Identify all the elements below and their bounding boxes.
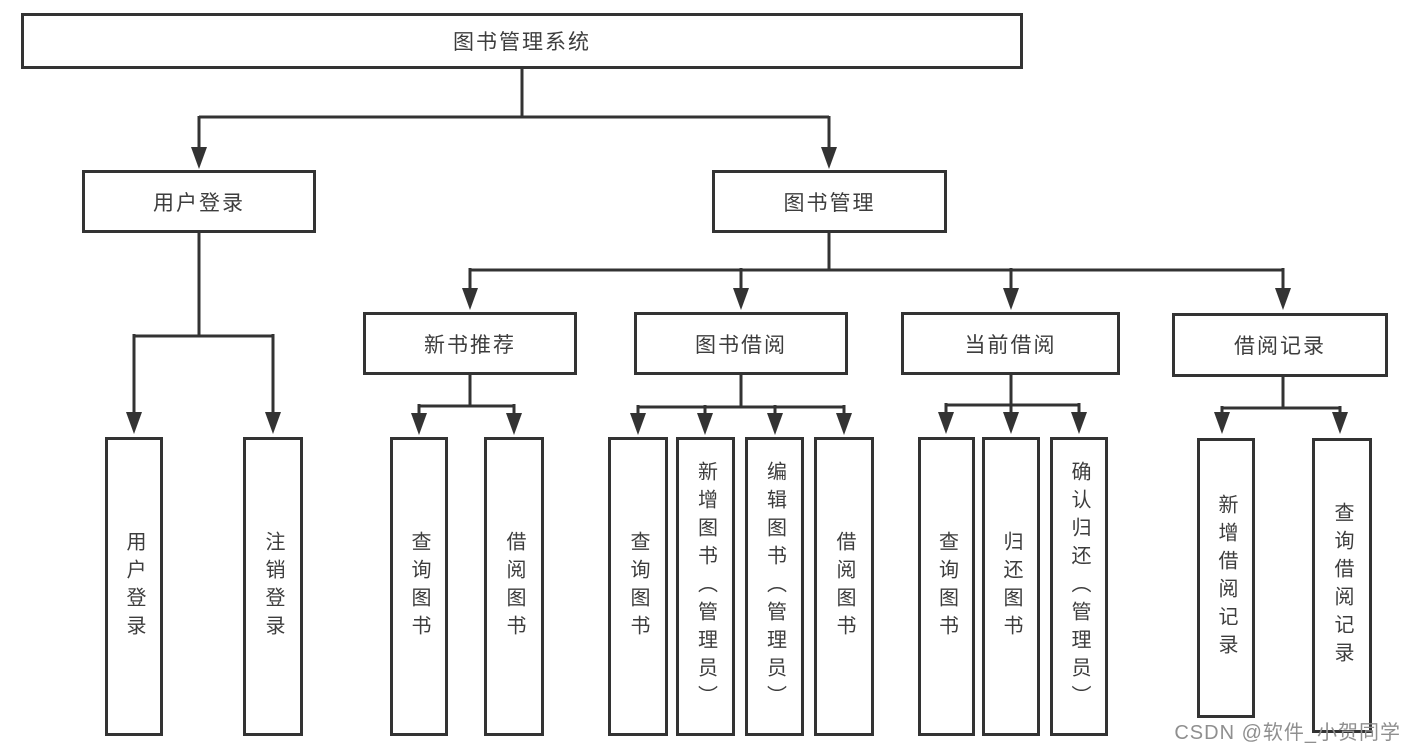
leaf-confirm-return-label: 确认归还（管理员） [1068,460,1090,713]
node-user-login: 用户登录 [82,170,316,233]
leaf-user-login-label: 用户登录 [123,530,145,643]
leaf-logout: 注销登录 [243,437,303,736]
leaf-query-book-rec-label: 查询图书 [408,530,430,643]
node-book-mgmt-label: 图书管理 [783,191,876,215]
node-book-mgmt: 图书管理 [712,170,947,233]
connector-book-borrow [636,373,846,416]
leaf-edit-book: 编辑图书（管理员） [745,437,804,736]
node-current-borrow-label: 当前借阅 [964,333,1057,357]
connector-new-book-rec [417,373,516,416]
leaf-borrow-book-borrow: 借阅图书 [814,437,874,736]
leaf-query-book-current: 查询图书 [918,437,975,736]
leaf-confirm-return: 确认归还（管理员） [1050,437,1108,736]
connector-user-login [132,230,275,414]
node-new-book-rec: 新书推荐 [363,312,577,375]
leaf-user-login: 用户登录 [105,437,163,736]
leaf-borrow-book-rec: 借阅图书 [484,437,544,736]
node-root-label: 图书管理系统 [453,31,591,54]
leaf-add-book: 新增图书（管理员） [676,437,735,736]
leaf-query-borrow-record-label: 查询借阅记录 [1331,501,1353,670]
node-book-borrow: 图书借阅 [634,312,848,375]
leaf-borrow-book-rec-label: 借阅图书 [503,530,525,643]
connector-borrow-records [1220,375,1342,415]
leaf-logout-label: 注销登录 [262,530,284,643]
leaf-add-borrow-record: 新增借阅记录 [1197,438,1255,718]
node-user-login-label: 用户登录 [153,191,245,215]
connector-current-borrow [944,373,1081,415]
leaf-add-borrow-record-label: 新增借阅记录 [1215,494,1237,662]
leaf-return-book: 归还图书 [982,437,1040,736]
node-borrow-records: 借阅记录 [1172,313,1388,377]
leaf-query-book-rec: 查询图书 [390,437,448,736]
connector-root [197,67,831,149]
node-new-book-rec-label: 新书推荐 [424,333,516,357]
node-book-borrow-label: 图书借阅 [695,333,787,357]
node-current-borrow: 当前借阅 [901,312,1120,375]
arrowheads [126,147,1348,435]
watermark: CSDN @软件_小贺同学 [1174,722,1401,744]
node-root: 图书管理系统 [21,13,1023,69]
leaf-edit-book-label: 编辑图书（管理员） [763,460,786,713]
leaf-query-book-borrow-label: 查询图书 [627,530,649,643]
leaf-query-book-borrow: 查询图书 [608,437,668,736]
connector-book-mgmt [468,230,1285,290]
leaf-return-book-label: 归还图书 [1000,530,1022,643]
leaf-add-book-label: 新增图书（管理员） [694,460,717,713]
leaf-query-borrow-record: 查询借阅记录 [1312,438,1372,733]
node-borrow-records-label: 借阅记录 [1234,335,1326,358]
leaf-query-book-current-label: 查询图书 [935,530,958,643]
leaf-borrow-book-borrow-label: 借阅图书 [833,530,855,643]
